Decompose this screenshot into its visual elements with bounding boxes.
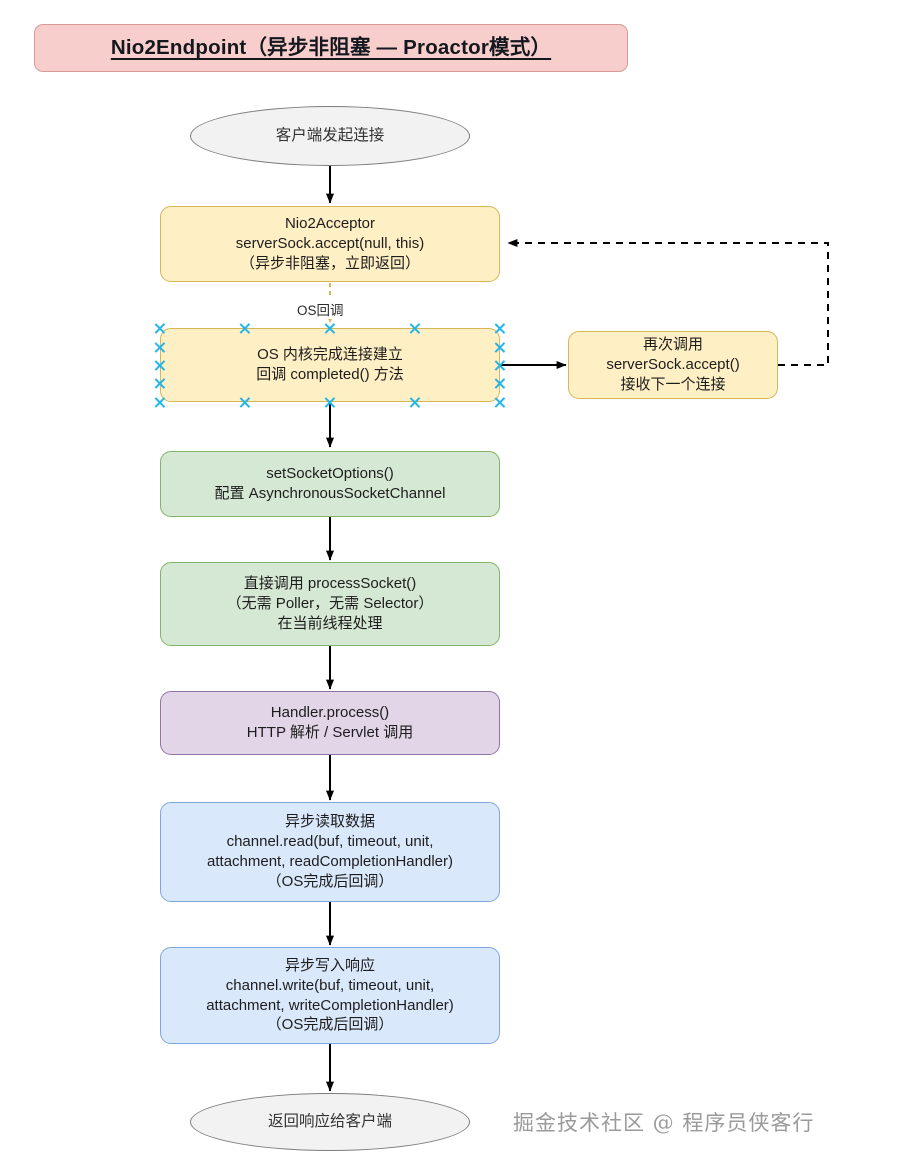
node-start[interactable]: 客户端发起连接 [190, 106, 470, 166]
selection-handle-top-three-quarter[interactable] [409, 322, 422, 335]
node-os-callback[interactable]: OS 内核完成连接建立 回调 completed() 方法 [160, 328, 500, 402]
selection-handle-bottom-left[interactable] [154, 396, 167, 409]
selection-handle-left-lower[interactable] [154, 377, 167, 390]
edge-label-os-callback: OS回调 [294, 299, 347, 319]
selection-handle-right-upper[interactable] [494, 341, 507, 354]
selection-handle-right-middle[interactable] [494, 359, 507, 372]
selection-handle-top-right[interactable] [494, 322, 507, 335]
selection-handle-top-quarter[interactable] [239, 322, 252, 335]
selection-handle-left-middle[interactable] [154, 359, 167, 372]
diagram-title: Nio2Endpoint（异步非阻塞 — Proactor模式） [34, 24, 628, 72]
selection-handle-bottom-right[interactable] [494, 396, 507, 409]
selection-handle-bottom-quarter[interactable] [239, 396, 252, 409]
node-async-write[interactable]: 异步写入响应 channel.write(buf, timeout, unit,… [160, 947, 500, 1044]
node-handler-process[interactable]: Handler.process() HTTP 解析 / Servlet 调用 [160, 691, 500, 755]
selection-handle-bottom-center[interactable] [324, 396, 337, 409]
node-end[interactable]: 返回响应给客户端 [190, 1093, 470, 1151]
node-async-read[interactable]: 异步读取数据 channel.read(buf, timeout, unit, … [160, 802, 500, 902]
node-nio2-acceptor[interactable]: Nio2Acceptor serverSock.accept(null, thi… [160, 206, 500, 282]
node-set-socket-options[interactable]: setSocketOptions() 配置 AsynchronousSocket… [160, 451, 500, 517]
selection-handle-bottom-three-quarter[interactable] [409, 396, 422, 409]
selection-handle-left-upper[interactable] [154, 341, 167, 354]
watermark-text: 掘金技术社区 @ 程序员侠客行 [513, 1111, 815, 1135]
selection-handle-right-lower[interactable] [494, 377, 507, 390]
selection-handle-top-left[interactable] [154, 322, 167, 335]
selection-handle-top-center[interactable] [324, 322, 337, 335]
edge-accept-again-to-acceptor [507, 239, 829, 366]
node-accept-again[interactable]: 再次调用 serverSock.accept() 接收下一个连接 [568, 331, 778, 399]
node-process-socket[interactable]: 直接调用 processSocket() （无需 Poller，无需 Selec… [160, 562, 500, 646]
